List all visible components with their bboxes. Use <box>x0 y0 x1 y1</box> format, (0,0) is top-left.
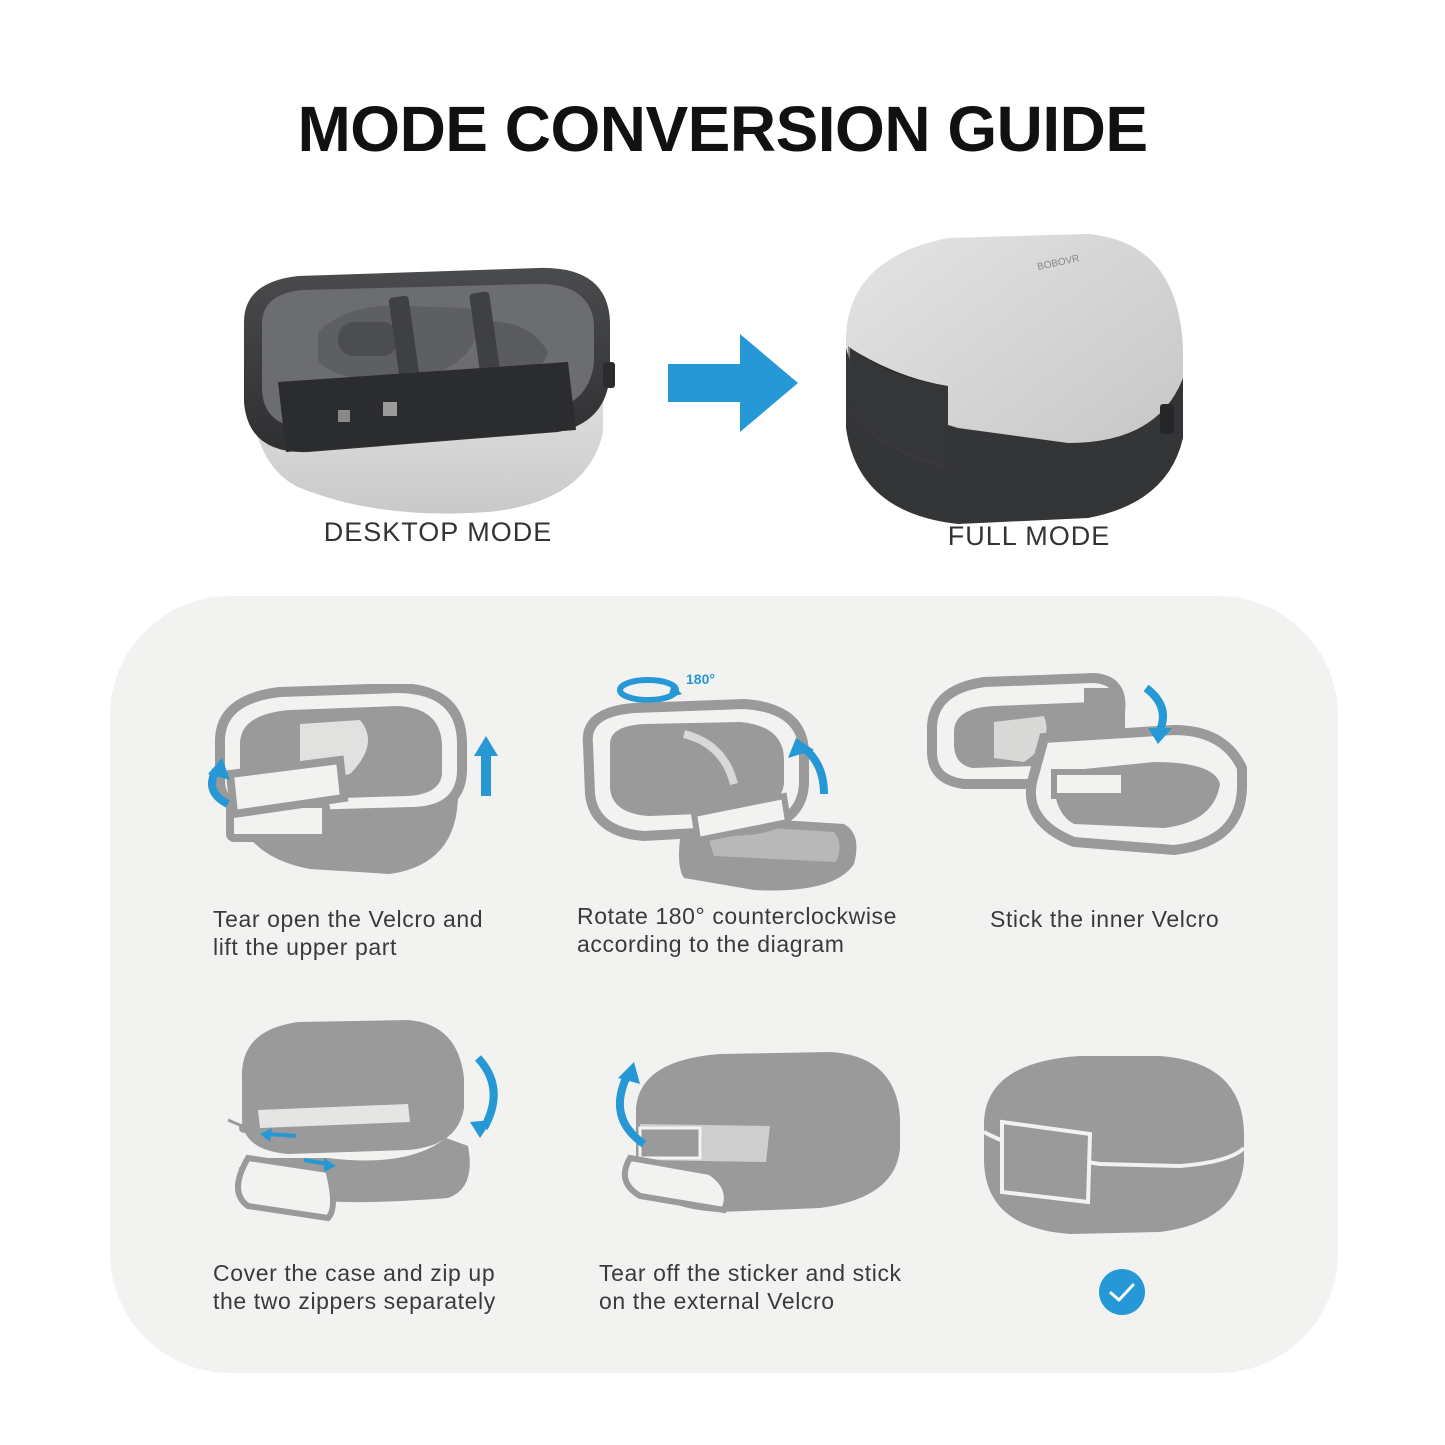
step-5-caption: Tear off the sticker and stick on the ex… <box>599 1260 902 1314</box>
case-closed-icon <box>983 1056 1246 1234</box>
rotate-label: 180° <box>686 671 715 687</box>
full-mode-label: FULL MODE <box>947 521 1111 551</box>
checkmark-icon <box>1099 1269 1145 1315</box>
step-4-caption: Cover the case and zip up the two zipper… <box>213 1260 496 1314</box>
conversion-arrow-icon <box>668 334 798 432</box>
desktop-mode-case-image <box>244 267 615 514</box>
case-stick-velcro-icon <box>926 672 1248 856</box>
step-3-caption: Stick the inner Velcro <box>990 906 1220 932</box>
case-open-lift-icon <box>208 684 498 874</box>
page-title: MODE CONVERSION GUIDE <box>297 93 1148 165</box>
step-1-caption: Tear open the Velcro and lift the upper … <box>213 906 484 960</box>
step-2-caption: Rotate 180° counterclockwise according t… <box>577 903 898 957</box>
case-zip-icon <box>227 1020 498 1222</box>
case-sticker-icon <box>616 1052 900 1214</box>
desktop-mode-label: DESKTOP MODE <box>323 517 553 547</box>
full-mode-case-image: BOBOVR <box>846 234 1183 524</box>
case-rotate-icon: 180° <box>582 671 857 891</box>
